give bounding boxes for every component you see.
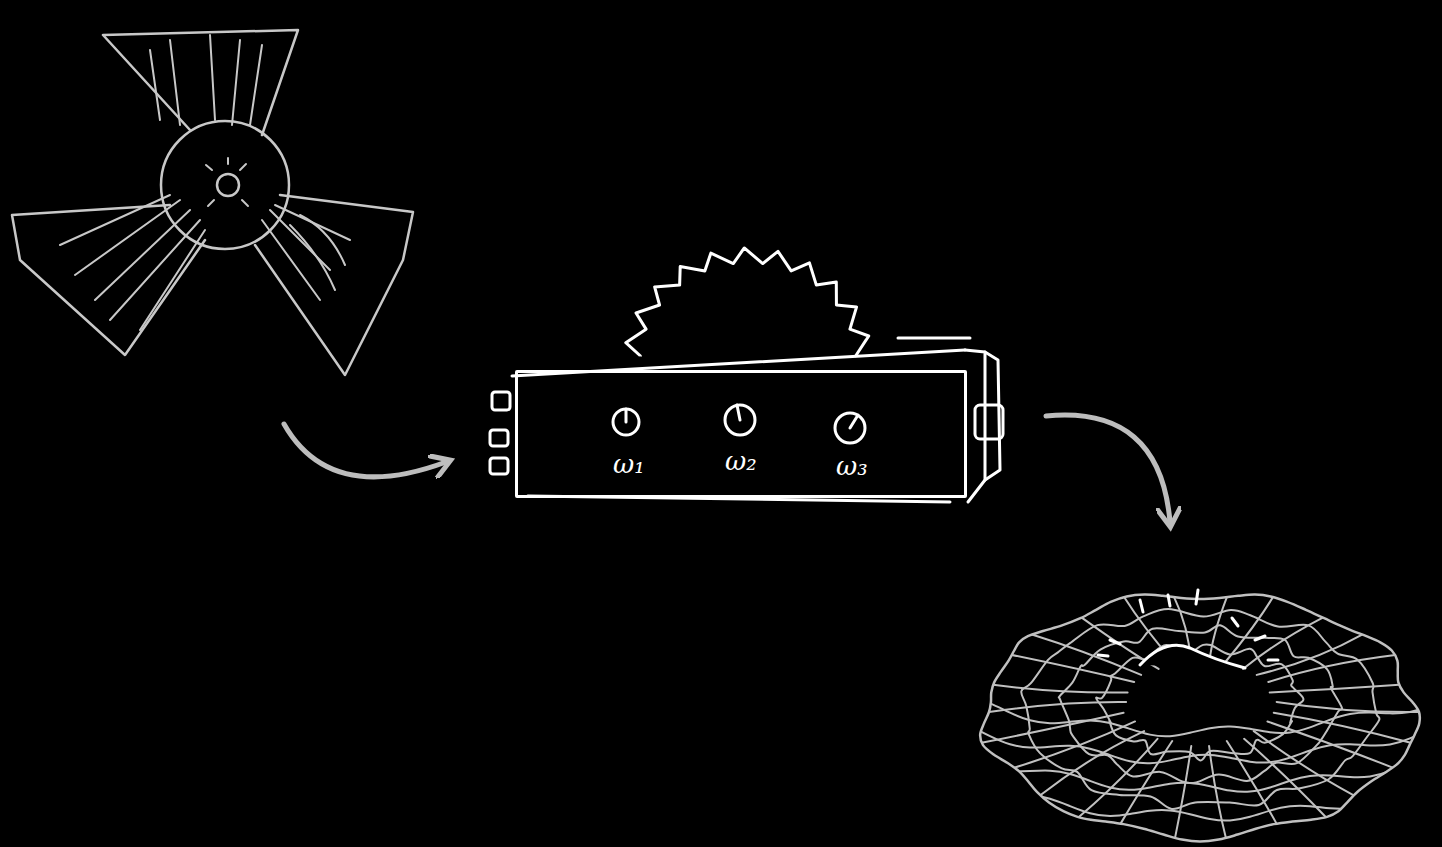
blob-layer: [1096, 644, 1303, 760]
blob-crack: [1244, 739, 1326, 817]
knob: [835, 413, 865, 443]
blob-crack: [1209, 746, 1226, 838]
knob-pointer: [850, 415, 858, 428]
housing-side: [985, 352, 1000, 480]
box-housing: [490, 338, 1003, 502]
knob-label: ω₃: [836, 453, 868, 479]
blob-crack: [1277, 702, 1419, 712]
knob-label: ω₁: [613, 451, 645, 477]
blob-crack: [1254, 731, 1354, 795]
knob-label: ω₂: [725, 448, 757, 474]
flow-arrow: [284, 424, 446, 477]
blob-crack: [993, 685, 1127, 693]
knob-pointer: [737, 405, 740, 420]
flow-arrow: [1046, 415, 1170, 522]
blob-crack: [1121, 741, 1173, 824]
blob-crack: [1257, 635, 1362, 675]
blob-crack: [1175, 746, 1191, 838]
blob-crack: [982, 713, 1124, 743]
side-tab: [490, 430, 508, 446]
knob: [613, 409, 639, 435]
blob-crack: [1227, 741, 1277, 824]
fan-center: [217, 174, 239, 196]
side-tab: [490, 458, 508, 474]
blob-layer: [970, 781, 1430, 820]
side-tab: [492, 392, 510, 410]
knob: [725, 405, 755, 435]
blob-crack: [1012, 655, 1134, 682]
blob-outline: [980, 595, 1420, 842]
blob-crack: [1268, 655, 1395, 682]
blob-crack: [989, 702, 1126, 712]
blob-crack: [1032, 635, 1141, 675]
blob-crack: [1270, 685, 1399, 693]
side-switch: [975, 405, 1003, 439]
knob-pointer: [625, 409, 628, 422]
knobs: [613, 405, 865, 443]
fan-illustration: [12, 30, 413, 375]
blob-mesh: [970, 597, 1430, 838]
blob-layer: [1059, 625, 1342, 783]
housing-edge: [898, 337, 970, 340]
blob-crack: [1274, 713, 1411, 743]
blob-crack: [1209, 597, 1226, 662]
blob-peak: [1098, 590, 1278, 668]
blob-crack: [1267, 721, 1392, 767]
blob-crack: [1079, 739, 1158, 817]
saw-blade: [626, 248, 869, 356]
saw-teeth: [626, 248, 869, 356]
mesh-blob: [970, 590, 1430, 842]
fan-streaks: [60, 35, 350, 330]
fan-blade: [103, 30, 298, 135]
blob-layer: [970, 752, 1430, 791]
blob-crack: [1014, 721, 1135, 767]
control-box: ω₁ ω₂ ω₃: [515, 370, 967, 498]
blob-crack: [1243, 618, 1323, 669]
